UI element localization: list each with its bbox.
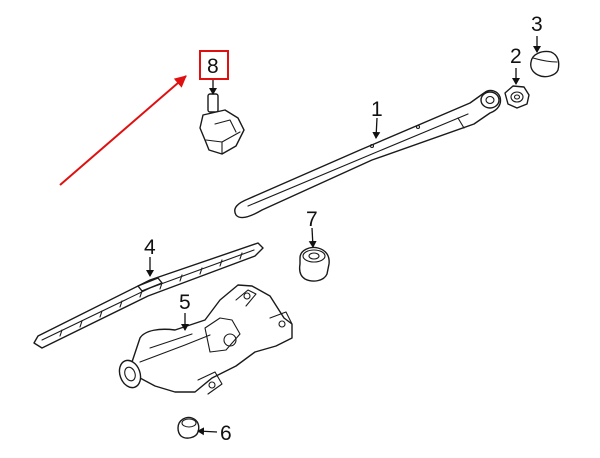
- callout-3: 3: [531, 13, 543, 36]
- callout-1: 1: [371, 98, 383, 121]
- small-cap-part: [177, 416, 200, 439]
- washer-nozzle-part: [199, 93, 245, 155]
- wiper-arm-part: [234, 89, 502, 219]
- wiper-motor-part: [118, 284, 293, 395]
- cap-part: [530, 50, 560, 78]
- nut-part: [504, 85, 530, 109]
- callout-5: 5: [179, 291, 191, 314]
- leader-line-1: [372, 117, 381, 139]
- leader-line-6: [197, 427, 218, 436]
- callout-4: 4: [144, 236, 156, 259]
- callout-6: 6: [220, 422, 232, 445]
- callout-7: 7: [306, 208, 318, 231]
- callout-2: 2: [510, 45, 522, 68]
- highlight-box: [199, 50, 229, 80]
- wiper-blade-part: [33, 242, 264, 349]
- grommet-part: [298, 246, 330, 282]
- highlight-arrow: [59, 75, 187, 186]
- leader-line-7: [308, 227, 317, 248]
- callout-8: 8: [207, 55, 219, 78]
